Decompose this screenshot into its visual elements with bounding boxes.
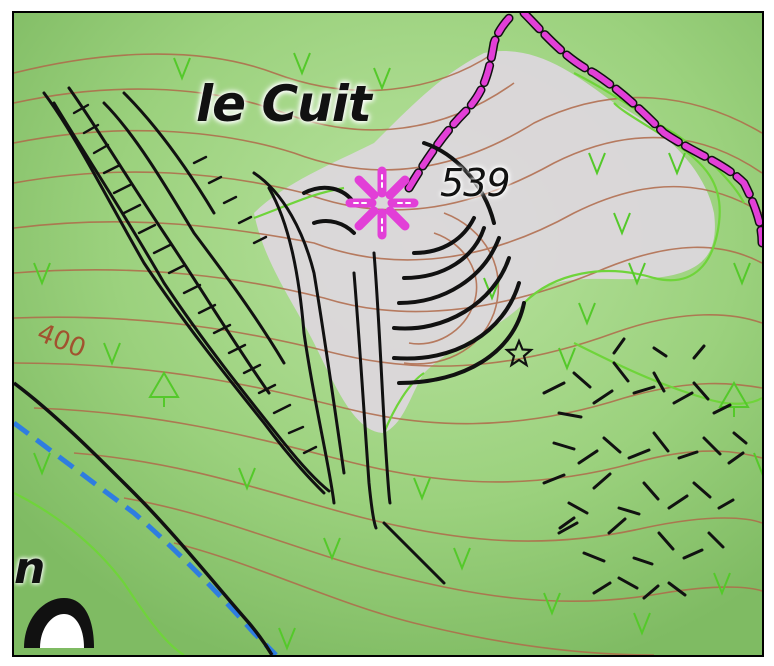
cliff-hachures xyxy=(72,103,318,455)
cliff-ridge xyxy=(42,86,446,585)
summit-elevation-label: 539 xyxy=(440,161,511,205)
rough-vegetation-patch xyxy=(542,337,748,600)
summit-cliff-arcs xyxy=(302,141,526,385)
stream-line xyxy=(14,420,278,655)
trail-path xyxy=(404,13,762,248)
pink-flower-icon xyxy=(345,166,419,240)
edge-arch-icon xyxy=(24,598,94,648)
place-name-label: le Cuit xyxy=(196,75,372,133)
topographic-map[interactable]: le Cuit 539 400 n xyxy=(12,11,764,657)
contour-lines xyxy=(14,52,762,655)
map-canvas xyxy=(14,13,762,655)
edge-text-fragment: n xyxy=(14,543,46,594)
road-line xyxy=(14,381,274,655)
star-icon xyxy=(504,338,534,368)
